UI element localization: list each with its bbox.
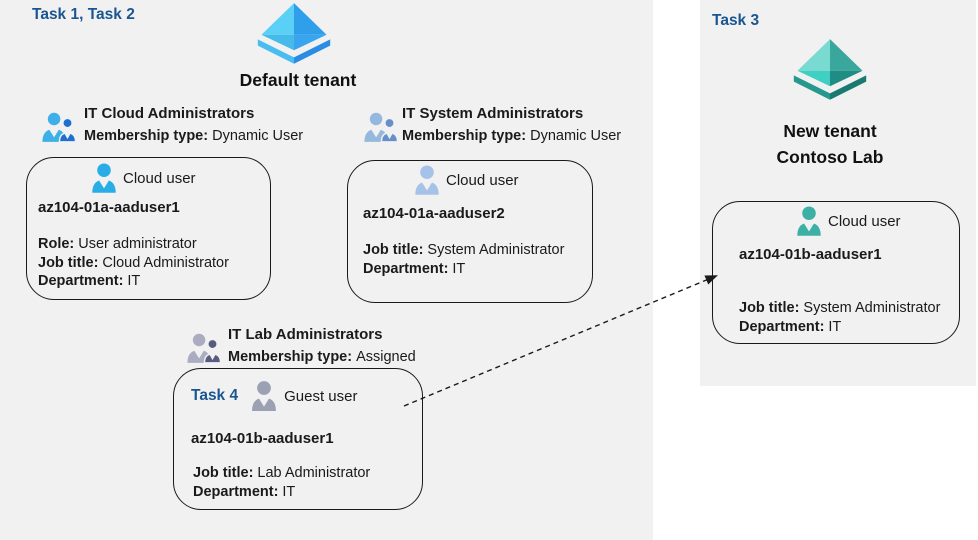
task-1-2-label: Task 1, Task 2	[32, 6, 135, 23]
azure-ad-pyramid-teal-icon	[793, 39, 867, 100]
field-row: Job title:Cloud Administrator	[38, 254, 229, 271]
cloud-user-card-aaduser2: Cloud user az104-01a-aaduser2 Job title:…	[347, 160, 593, 303]
new-tenant-panel: Task 3 New tenant Contoso Lab Cloud user…	[700, 0, 976, 386]
group-users-slate-icon	[187, 333, 221, 364]
new-tenant-title-line2: Contoso Lab	[776, 147, 884, 167]
group-users-steel-icon	[364, 112, 398, 143]
guest-user-gray-icon	[252, 381, 277, 411]
user-name: az104-01b-aaduser1	[739, 246, 882, 263]
new-tenant-title-line1: New tenant	[783, 121, 877, 141]
field-row: Role:User administrator	[38, 236, 197, 252]
cloud-user-card-aaduser1: Cloud user az104-01a-aaduser1 Role:User …	[26, 157, 271, 300]
user-name: az104-01b-aaduser1	[191, 430, 334, 447]
field-row: Department:IT	[193, 483, 296, 500]
membership-type-line: Membership type:Dynamic User	[84, 128, 304, 144]
user-fields: Role:User administrator Job title:Cloud …	[38, 235, 229, 291]
group-title: IT Lab Administrators	[228, 326, 383, 343]
group-header-it-cloud-admins: IT Cloud Administrators Membership type:…	[84, 106, 303, 144]
membership-type-line: Membership type:Dynamic User	[402, 128, 622, 144]
group-users-blue-icon	[42, 112, 76, 143]
user-name: az104-01a-aaduser1	[38, 199, 180, 216]
task-4-label: Task 4	[191, 387, 239, 404]
user-type-label: Guest user	[284, 387, 358, 405]
user-type-label: Cloud user	[123, 169, 196, 187]
guest-user-card: Task 4 Guest user az104-01b-aaduser1 Job…	[173, 368, 423, 510]
task-3-label: Task 3	[712, 12, 760, 29]
field-row: Department:IT	[363, 260, 466, 277]
user-fields: Job title:Lab Administrator Department:I…	[193, 464, 370, 501]
user-type-label: Cloud user	[446, 171, 519, 189]
user-fields: Job title:System Administrator Departmen…	[363, 241, 564, 278]
field-row: Job title:System Administrator	[363, 242, 565, 258]
field-row: Job title:System Administrator	[739, 300, 941, 316]
user-fields: Job title:System Administrator Departmen…	[739, 299, 940, 336]
membership-type-line: Membership type:Assigned	[228, 349, 416, 365]
field-row: Job title:Lab Administrator	[193, 465, 371, 481]
default-tenant-title: Default tenant	[239, 70, 357, 90]
default-tenant-panel: Task 1, Task 2 Default tenant IT Cloud A…	[0, 0, 653, 540]
cloud-user-lightblue-icon	[415, 165, 439, 195]
group-header-it-lab-admins: IT Lab Administrators Membership type:As…	[228, 327, 416, 365]
cloud-user-teal-icon	[797, 206, 821, 236]
field-row: Department:IT	[38, 273, 141, 289]
user-type-label: Cloud user	[828, 212, 901, 230]
cloud-user-blue-icon	[92, 163, 116, 193]
group-header-it-system-admins: IT System Administrators Membership type…	[402, 106, 621, 144]
group-title: IT System Administrators	[402, 105, 584, 122]
new-tenant-cloud-user-card: Cloud user az104-01b-aaduser1 Job title:…	[712, 201, 960, 344]
azure-ad-pyramid-blue-icon	[257, 3, 331, 64]
group-title: IT Cloud Administrators	[84, 105, 255, 122]
field-row: Department:IT	[739, 318, 842, 335]
user-name: az104-01a-aaduser2	[363, 205, 505, 222]
